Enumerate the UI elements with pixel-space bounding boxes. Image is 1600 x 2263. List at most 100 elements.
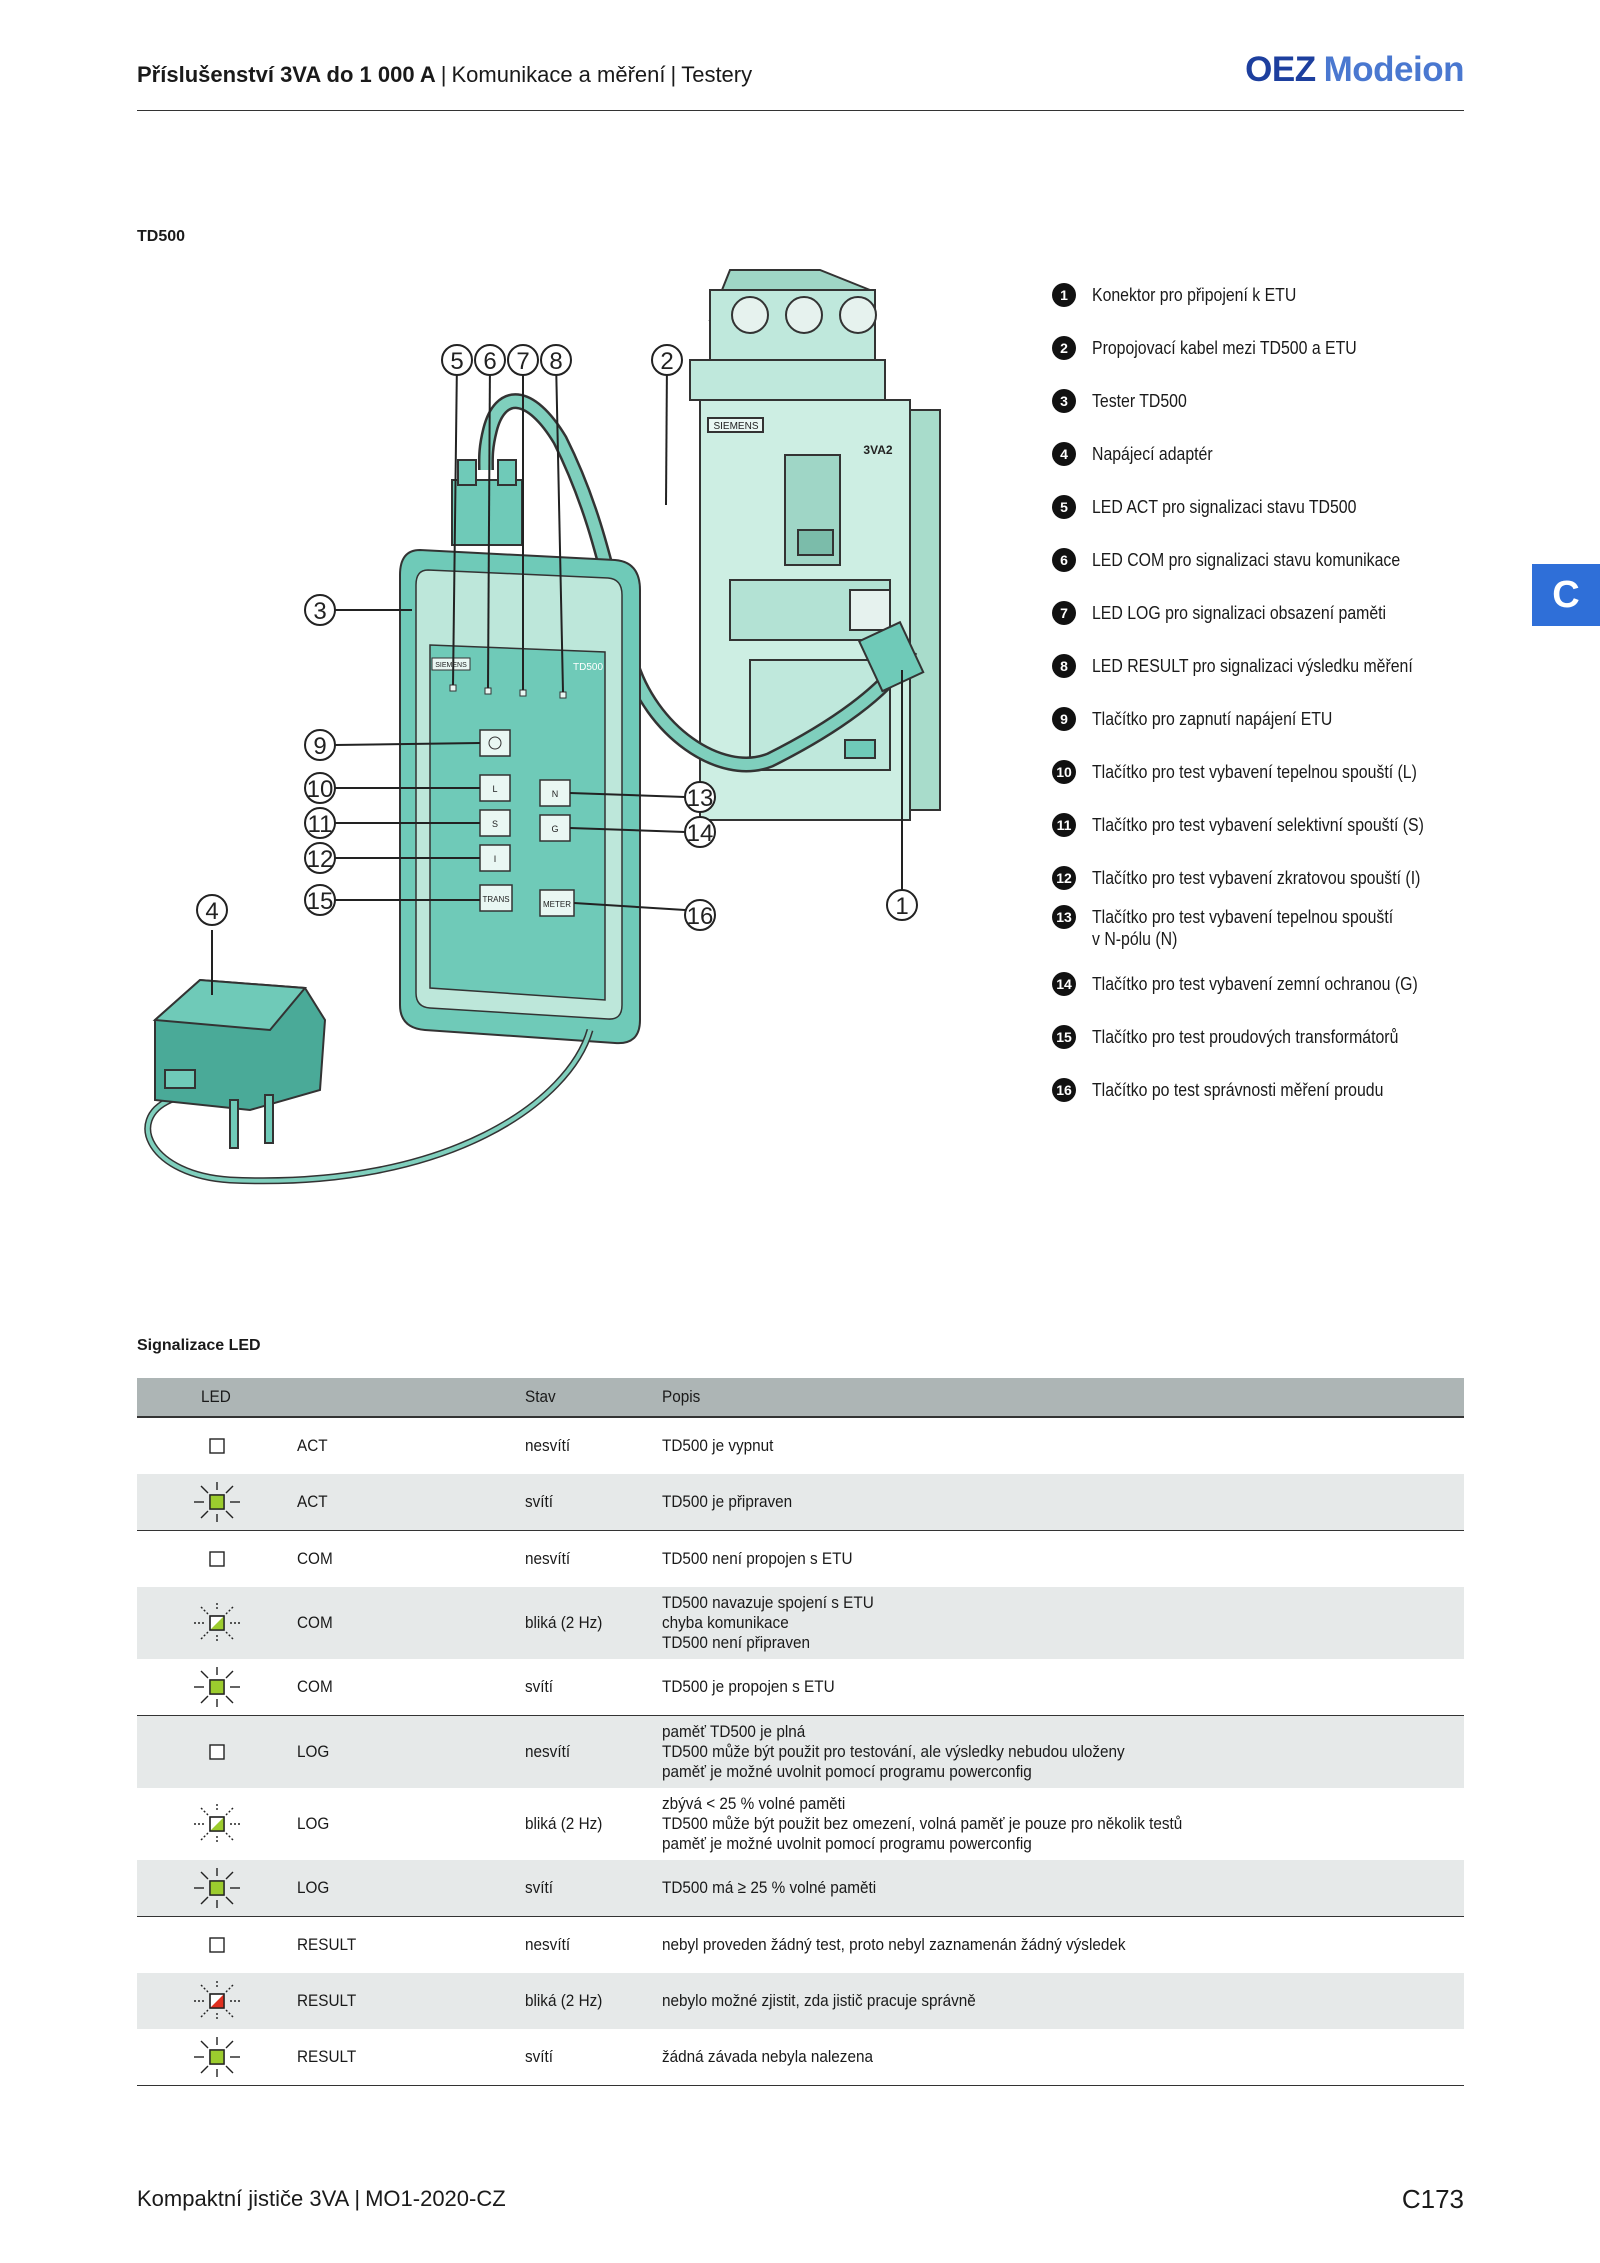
legend-text: Napájecí adaptér [1092, 444, 1213, 464]
breaker-model-label: 3VA2 [863, 443, 892, 457]
power-button[interactable] [479, 729, 511, 757]
button-meter[interactable]: METER [539, 889, 575, 917]
callout-6: 6 [474, 344, 506, 376]
cell-description-text: žádná závada nebyla nalezena [662, 2047, 873, 2066]
tester-top-connector [451, 459, 523, 546]
button-g[interactable]: G [539, 814, 571, 842]
button-s[interactable]: S [479, 809, 511, 837]
cell-description-text: TD500 má ≥ 25 % volné paměti [662, 1878, 877, 1897]
header-title-subsection: Testery [681, 62, 753, 87]
button-n[interactable]: N [539, 779, 571, 807]
led-on-icon [194, 1667, 240, 1707]
callout-12: 12 [304, 842, 336, 874]
table-row: LOG svítí TD500 má ≥ 25 % volné paměti [137, 1860, 1464, 1917]
svg-text:5: 5 [450, 348, 463, 375]
svg-text:13: 13 [687, 785, 714, 812]
cell-led-name: ACT [297, 1474, 525, 1531]
svg-text:N: N [552, 789, 559, 799]
cell-state: svítí [525, 1659, 662, 1716]
svg-text:I: I [494, 854, 497, 864]
cell-state: nesvítí [525, 1916, 662, 1973]
button-l[interactable]: L [479, 774, 511, 802]
cell-state-text: svítí [525, 1878, 554, 1897]
button-i[interactable]: I [479, 844, 511, 872]
legend-number-badge: 10 [1052, 760, 1076, 784]
cell-state: bliká (2 Hz) [525, 1587, 662, 1659]
cell-description-text: TD500 je připraven [662, 1492, 793, 1511]
cell-led-icon [137, 1530, 297, 1587]
cell-led-name-text: ACT [297, 1436, 328, 1455]
legend-number-badge: 16 [1052, 1078, 1076, 1102]
cell-led-icon [137, 1973, 297, 2029]
legend-item: 10 Tlačítko pro test vybavení tepelnou sp… [1052, 760, 1461, 784]
header-title-section: Komunikace a měření [451, 62, 666, 87]
cell-state-text: nesvítí [525, 1742, 571, 1761]
callout-15: 15 [304, 884, 336, 916]
legend-text: LED COM pro signalizaci stavu komunikace [1092, 550, 1401, 570]
cell-description-text: nebylo možné zjistit, zda jistič pracuje… [662, 1991, 976, 2010]
cell-state-text: bliká (2 Hz) [525, 1991, 603, 2010]
cell-led-icon [137, 1788, 297, 1860]
cell-led-name: RESULT [297, 2029, 525, 2086]
cell-led-name: RESULT [297, 1973, 525, 2029]
cell-led-icon [137, 1659, 297, 1716]
cell-led-name-text: RESULT [297, 2047, 357, 2066]
legend-number-badge: 3 [1052, 389, 1076, 413]
callout-5: 5 [441, 344, 473, 376]
cell-description: TD500 je připraven [662, 1474, 1464, 1531]
led-blink-icon [194, 1804, 240, 1844]
svg-text:S: S [492, 819, 498, 829]
callout-11: 11 [304, 807, 336, 839]
cell-description-text: zbývá < 25 % volné paměti TD500 může být… [662, 1794, 1183, 1853]
led-off-icon [209, 1937, 225, 1953]
cell-description-text: TD500 navazuje spojení s ETU chyba komun… [662, 1593, 874, 1652]
tester-model-label: TD500 [573, 662, 603, 673]
callout-9: 9 [304, 729, 336, 761]
legend-text: Tlačítko pro test vybavení zkratovou spo… [1092, 868, 1421, 888]
led-on-icon [194, 2037, 240, 2077]
header-state: Stav [525, 1378, 662, 1418]
cell-state: bliká (2 Hz) [525, 1788, 662, 1860]
svg-text:15: 15 [307, 888, 334, 915]
callout-10: 10 [304, 772, 336, 804]
svg-text:6: 6 [483, 348, 496, 375]
svg-text:METER: METER [543, 900, 571, 909]
footer-title: Kompaktní jističe 3VA [137, 2186, 350, 2211]
cell-led-name: COM [297, 1659, 525, 1716]
legend-text: Tlačítko pro test vybavení tepelnou spou… [1092, 762, 1417, 782]
legend-text: Tester TD500 [1092, 391, 1187, 411]
callout-3: 3 [304, 594, 336, 626]
legend-number-badge: 13 [1052, 905, 1076, 929]
svg-text:8: 8 [549, 348, 562, 375]
cell-description-text: nebyl proveden žádný test, proto nebyl z… [662, 1935, 1126, 1954]
header-description: Popis [662, 1378, 1464, 1418]
svg-text:4: 4 [205, 898, 218, 925]
cell-state: nesvítí [525, 1530, 662, 1587]
table-header-row: LED Stav Popis [137, 1378, 1464, 1418]
power-adapter [152, 978, 327, 1149]
cell-description: TD500 je propojen s ETU [662, 1659, 1464, 1716]
cell-led-name-text: LOG [297, 1878, 330, 1897]
legend-item: 3 Tester TD500 [1052, 389, 1200, 413]
footer-code: MO1-2020-CZ [365, 2186, 506, 2211]
cell-description: TD500 není propojen s ETU [662, 1530, 1464, 1587]
svg-text:10: 10 [307, 776, 334, 803]
cell-led-name-text: COM [297, 1613, 333, 1632]
cell-description-text: TD500 je vypnut [662, 1436, 774, 1455]
button-trans[interactable]: TRANS [479, 884, 513, 912]
cell-description: TD500 má ≥ 25 % volné paměti [662, 1860, 1464, 1917]
callout-7: 7 [507, 344, 539, 376]
legend-text: Tlačítko pro test vybavení zemní ochrano… [1092, 974, 1418, 994]
cell-description: žádná závada nebyla nalezena [662, 2029, 1464, 2086]
